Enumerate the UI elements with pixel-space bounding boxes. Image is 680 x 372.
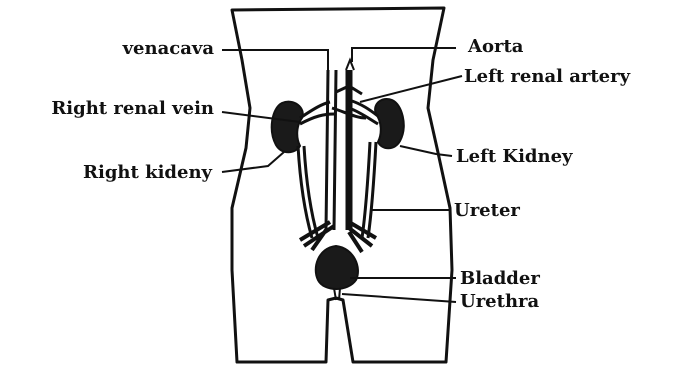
left-renal-artery-vessel: [332, 100, 378, 124]
label-left-kidney: Left Kidney: [456, 148, 573, 166]
leader-venacava: [222, 50, 328, 70]
leader-urethra: [342, 294, 456, 302]
label-venacava: venacava: [123, 40, 214, 58]
leader-aorta: [352, 48, 456, 62]
left-kidney: [375, 99, 404, 148]
venacava-vessel: [326, 70, 336, 230]
leader-left-renal-artery: [360, 76, 462, 102]
label-ureter: Ureter: [454, 202, 520, 220]
right-ureter: [298, 146, 318, 238]
right-kidney: [272, 102, 303, 153]
bladder-organ: [316, 246, 358, 289]
left-ureter: [362, 142, 376, 238]
label-aorta: Aorta: [468, 38, 523, 56]
label-urethra: Urethra: [460, 293, 539, 311]
label-bladder: Bladder: [460, 270, 540, 288]
label-right-renal-vein: Right renal vein: [51, 100, 214, 118]
leader-left-kidney: [400, 146, 452, 156]
torso-outline: [232, 8, 452, 362]
leader-right-kidney: [222, 152, 284, 172]
label-left-renal-artery: Left renal artery: [464, 68, 630, 86]
label-right-kidney: Right kideny: [83, 164, 212, 182]
